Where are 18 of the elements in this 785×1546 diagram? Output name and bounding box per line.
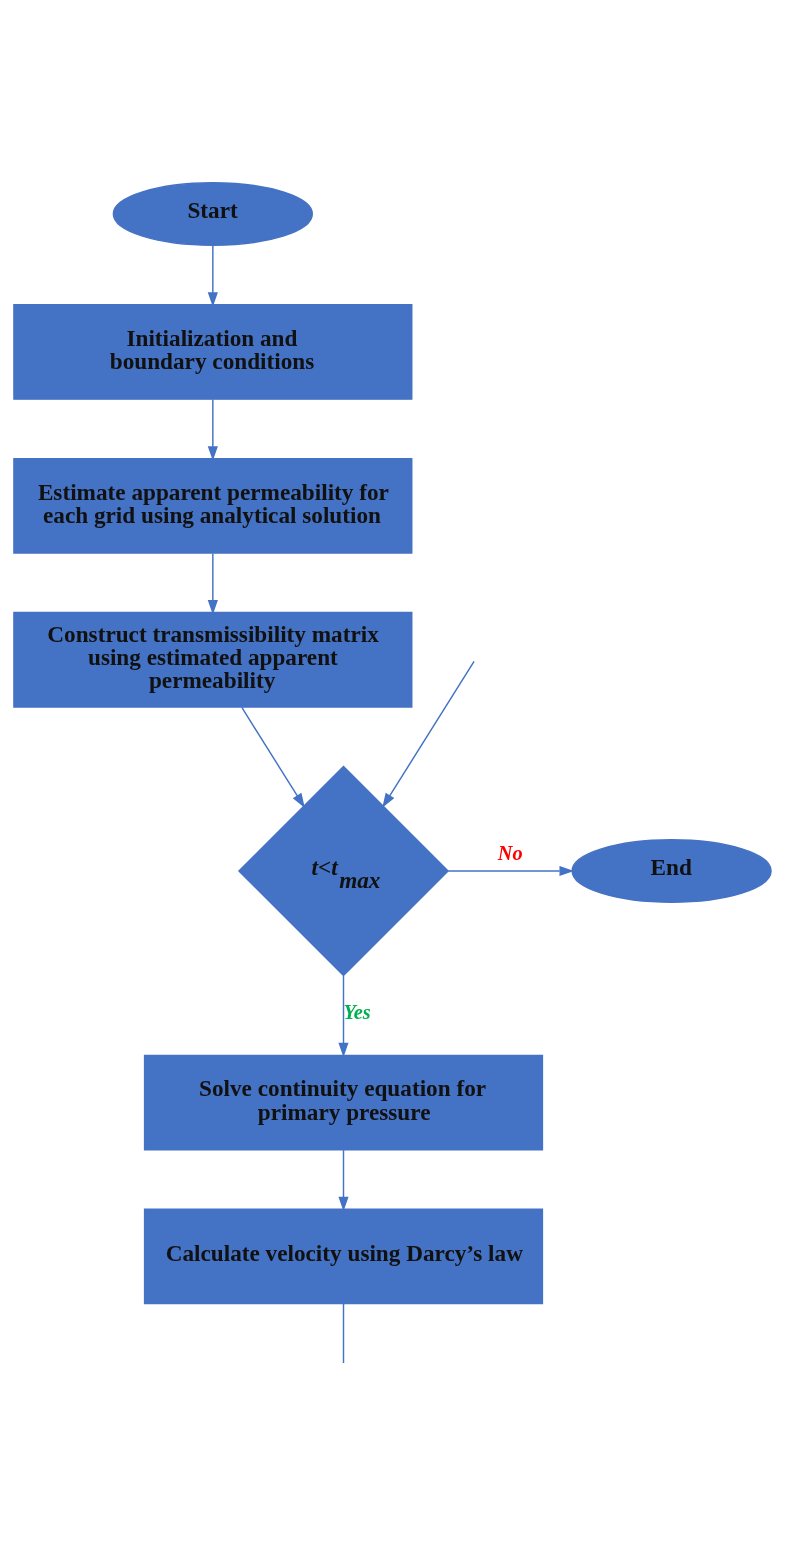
edge-label: Yes xyxy=(343,1000,371,1023)
node-box: Construct transmissibility matrix using estimated apparent permeability xyxy=(13,611,413,708)
arrow xyxy=(338,1148,349,1211)
arrow xyxy=(241,706,305,808)
node-box: Estimate apparent permeability for each grid using analytical solution xyxy=(13,457,413,554)
arrow xyxy=(338,974,349,1057)
edge-label: No xyxy=(497,841,523,864)
arrow xyxy=(382,660,475,808)
arrow xyxy=(207,552,218,615)
arrow xyxy=(447,865,574,876)
node-box: Initialization and boundary conditions xyxy=(13,303,413,400)
arrow xyxy=(207,398,218,461)
connector xyxy=(342,1302,345,1364)
node-box: Solve continuity equation for primary pressure xyxy=(143,1054,544,1150)
node-ellipse: End xyxy=(571,838,772,903)
arrow xyxy=(207,244,218,307)
node-ellipse: Start xyxy=(112,181,313,246)
node-box: Calculate velocity using Darcy’s law xyxy=(143,1208,544,1304)
